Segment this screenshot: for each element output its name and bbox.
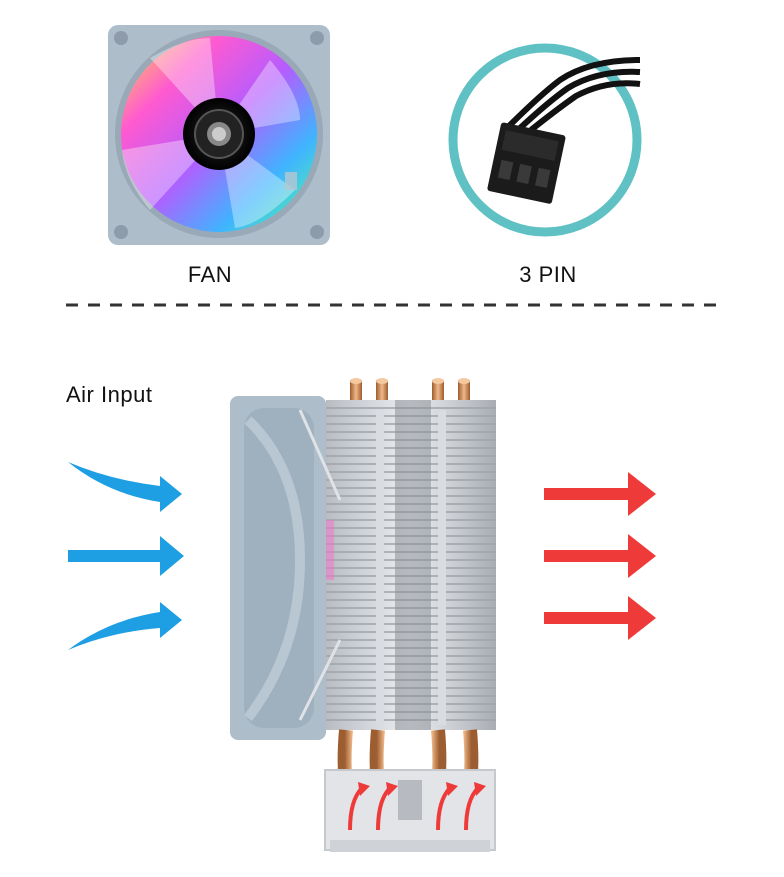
arrow-out-icon	[544, 596, 656, 640]
arrow-out-icon	[544, 534, 656, 578]
arrow-in-icon	[68, 462, 182, 512]
cpu-tower-cooler-icon	[230, 378, 496, 852]
rgb-fan-icon	[108, 25, 330, 245]
three-pin-connector-icon	[448, 43, 642, 237]
air-in-arrows	[68, 462, 184, 650]
pin-label: 3 PIN	[519, 262, 577, 287]
fan-label: FAN	[187, 262, 233, 287]
arrow-out-icon	[544, 472, 656, 516]
air-input-label: Air Input	[66, 382, 153, 407]
arrow-in-icon	[68, 536, 184, 576]
air-out-arrows	[544, 472, 656, 640]
arrow-in-icon	[68, 602, 182, 650]
